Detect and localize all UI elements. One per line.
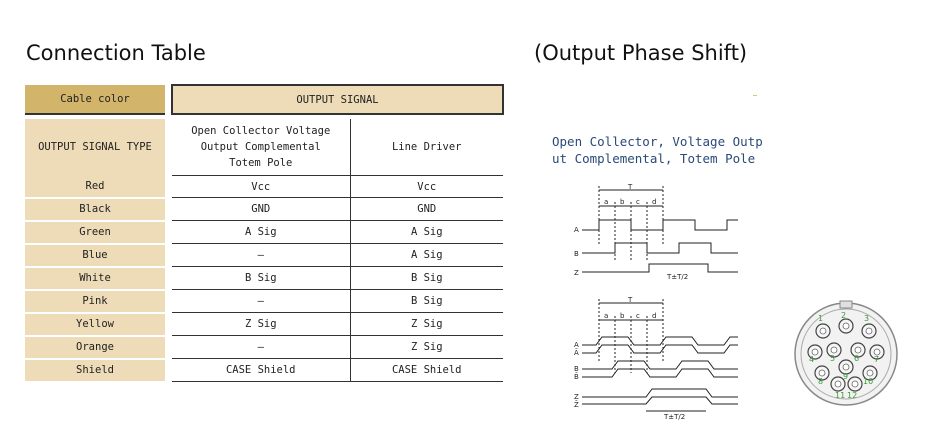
- segment-c: c: [636, 198, 640, 206]
- signal-label-z-bar: Z̄: [574, 400, 579, 409]
- segment-d: d: [652, 312, 656, 320]
- cable-color: Pink: [25, 289, 165, 314]
- pin-label-3: 3: [864, 314, 869, 323]
- type-label: OUTPUT SIGNAL TYPE: [25, 119, 165, 176]
- timing-diagram-top: T a b c d A B Z T±T/2: [574, 183, 738, 281]
- table-row: Orange – Z Sig: [25, 335, 503, 360]
- signal-label-z: Z: [574, 393, 579, 401]
- cable-color: Shield: [25, 358, 165, 383]
- pin-label-7: 7: [874, 355, 879, 364]
- oc-signal: GND: [172, 197, 351, 221]
- signal-label-z: Z: [574, 269, 579, 277]
- ld-signal: B Sig: [350, 266, 503, 290]
- cable-color: Red: [25, 175, 165, 199]
- segment-a: a: [604, 312, 608, 320]
- table-row: Yellow Z Sig Z Sig: [25, 312, 503, 337]
- signal-label-a: A: [574, 226, 579, 234]
- timing-diagram-bottom: T a b c d A Ā B B̄ Z Z̄ T±T/2: [574, 296, 738, 421]
- cable-color: Green: [25, 220, 165, 245]
- table-row: Black GND GND: [25, 197, 503, 222]
- oc-signal: –: [172, 335, 351, 359]
- table-row: Pink – B Sig: [25, 289, 503, 314]
- pin-label-1: 1: [818, 314, 823, 323]
- signal-label-b: B: [574, 250, 579, 258]
- segment-a: a: [604, 198, 608, 206]
- decorative-mark: [753, 95, 757, 96]
- period-label: T: [627, 296, 633, 304]
- signal-label-a-bar: Ā: [574, 348, 579, 357]
- pin-label-9: 9: [843, 372, 848, 381]
- z-width-label: T±T/2: [666, 273, 688, 281]
- table-row: Red Vcc Vcc: [25, 175, 503, 199]
- pin-label-8: 8: [818, 377, 823, 386]
- oc-signal: Vcc: [172, 175, 351, 198]
- ld-signal: A Sig: [350, 243, 503, 267]
- cable-color: Blue: [25, 243, 165, 268]
- table-row: Blue – A Sig: [25, 243, 503, 268]
- pin-label-5: 5: [830, 354, 835, 363]
- ld-signal: B Sig: [350, 289, 503, 313]
- oc-signal: A Sig: [172, 220, 351, 244]
- type-line-driver: Line Driver: [350, 119, 503, 176]
- header-output-signal: OUTPUT SIGNAL: [171, 84, 504, 115]
- ld-signal: Z Sig: [350, 335, 503, 359]
- oc-signal: CASE Shield: [172, 358, 351, 382]
- connector-pinout: 1 2 3 4 5 6 7 8 9 10 11 12: [794, 300, 898, 406]
- pin-label-2: 2: [841, 311, 846, 320]
- cable-color: Orange: [25, 335, 165, 360]
- pin-label-12: 12: [847, 391, 857, 400]
- phase-shift-title: (Output Phase Shift): [534, 41, 748, 65]
- table-row: White B Sig B Sig: [25, 266, 503, 291]
- pin-label-4: 4: [809, 355, 814, 364]
- pin-label-11: 11: [835, 391, 845, 400]
- ld-signal: A Sig: [350, 220, 503, 244]
- connection-table-title: Connection Table: [26, 41, 206, 65]
- ld-signal: CASE Shield: [350, 358, 503, 382]
- ld-signal: GND: [350, 197, 503, 221]
- segment-c: c: [636, 312, 640, 320]
- signal-label-b: B: [574, 365, 579, 373]
- ld-signal: Vcc: [350, 175, 503, 198]
- oc-signal: B Sig: [172, 266, 351, 290]
- segment-d: d: [652, 198, 656, 206]
- z-width-label: T±T/2: [663, 413, 685, 421]
- oc-signal: Z Sig: [172, 312, 351, 336]
- period-label: T: [627, 183, 633, 191]
- cable-color: White: [25, 266, 165, 291]
- cable-color: Yellow: [25, 312, 165, 337]
- phase-diagram-label: Open Collector, Voltage Output Complemen…: [552, 134, 763, 166]
- oc-signal: –: [172, 289, 351, 313]
- header-cable-color: Cable color: [25, 85, 165, 115]
- pin-label-6: 6: [854, 354, 859, 363]
- oc-signal: –: [172, 243, 351, 267]
- connection-table: Cable color OUTPUT SIGNAL OUTPUT SIGNAL …: [25, 84, 504, 383]
- segment-b: b: [620, 198, 625, 206]
- table-row: Green A Sig A Sig: [25, 220, 503, 245]
- type-open-collector: Open Collector Voltage Output Complement…: [172, 119, 351, 176]
- ld-signal: Z Sig: [350, 312, 503, 336]
- table-row: Shield CASE Shield CASE Shield: [25, 358, 503, 383]
- signal-label-a: A: [574, 341, 579, 349]
- pin-label-10: 10: [863, 377, 873, 386]
- cable-color: Black: [25, 197, 165, 222]
- segment-b: b: [620, 312, 625, 320]
- signal-label-b-bar: B̄: [574, 372, 579, 381]
